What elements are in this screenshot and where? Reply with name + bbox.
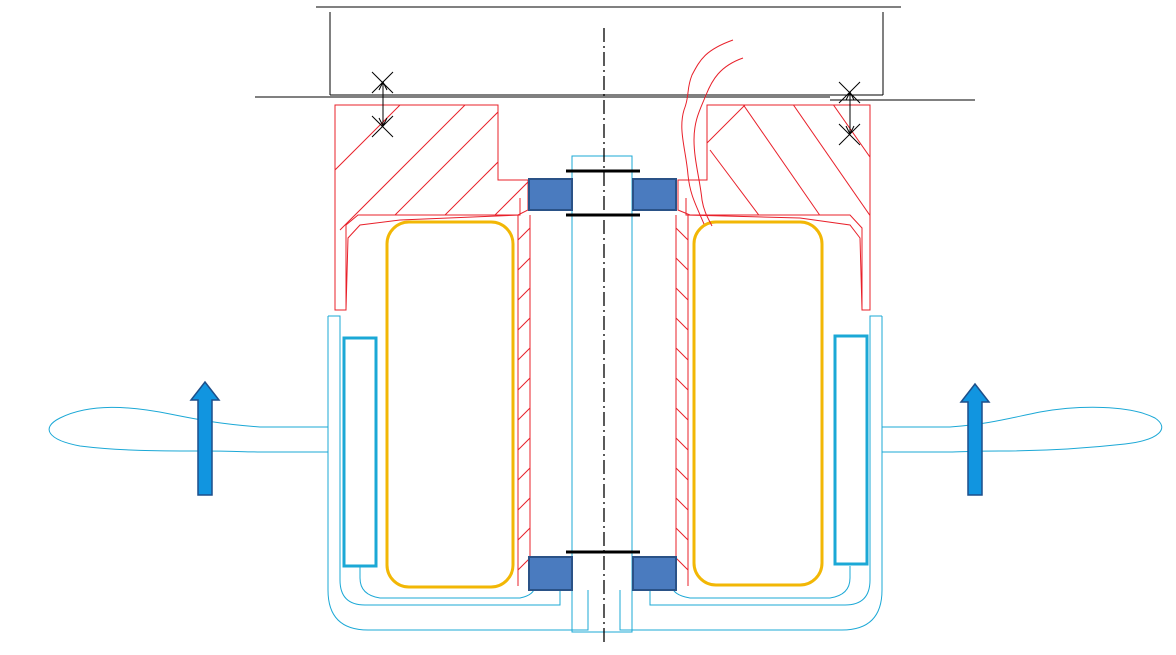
propeller-right [882, 406, 1163, 453]
magnet-right [833, 334, 869, 566]
airflow-arrow-right [959, 382, 991, 496]
bearing-bottom-right [632, 556, 677, 591]
bearing-top-right [632, 178, 677, 211]
coil-right [692, 220, 824, 587]
mounting-plate [316, 6, 901, 96]
ground-line [255, 96, 975, 101]
retaining-rings [566, 169, 640, 554]
gap-marker-right [838, 81, 861, 146]
housing-right [677, 104, 871, 311]
stator-sleeve-right [675, 215, 689, 586]
propeller-left [48, 406, 328, 453]
airflow-arrow-left [189, 380, 221, 496]
stator-sleeve-left [517, 215, 531, 586]
shaft [571, 155, 633, 633]
coil-left [385, 220, 515, 589]
housing-left [334, 104, 529, 311]
bearing-bottom-left [528, 556, 573, 591]
magnet-left [342, 336, 378, 568]
bearing-top-left [528, 178, 573, 211]
cable [681, 39, 744, 227]
rotor-cup [327, 315, 883, 631]
gap-marker-left [371, 71, 394, 138]
